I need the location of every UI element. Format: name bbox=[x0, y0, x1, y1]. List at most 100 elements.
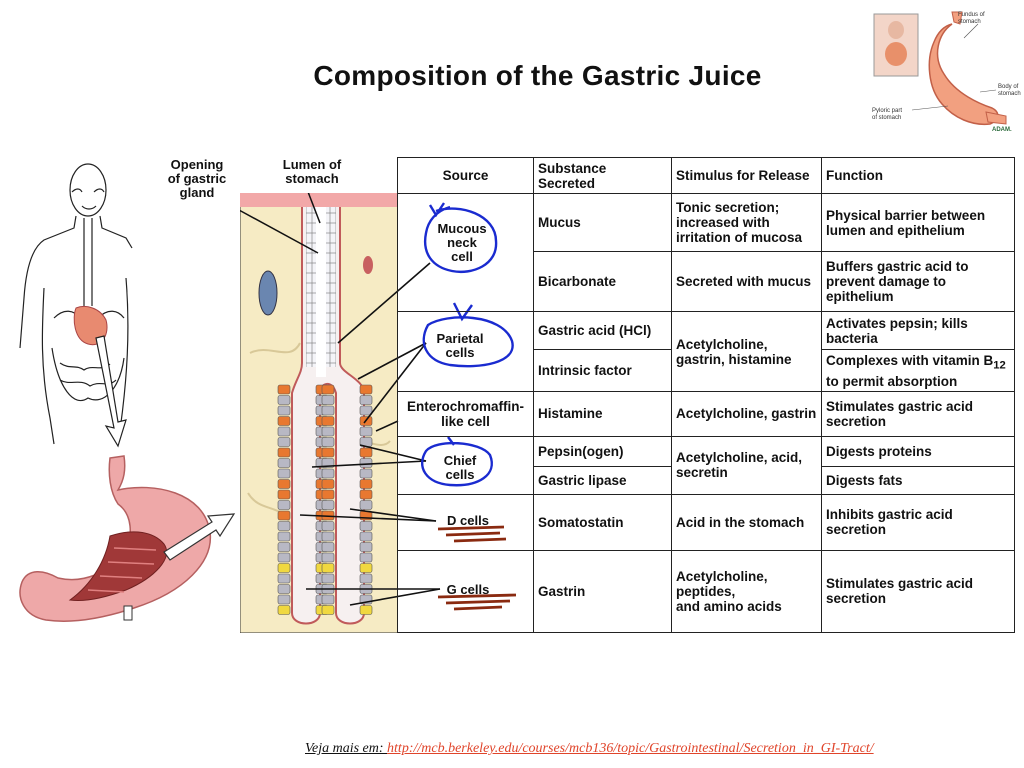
gland-cell bbox=[277, 426, 291, 437]
gland-surface bbox=[240, 193, 398, 207]
gland-cell bbox=[321, 437, 335, 447]
gland-cell bbox=[321, 573, 335, 584]
stomach-thumbnail bbox=[873, 11, 1007, 126]
gland-cell bbox=[359, 468, 373, 479]
table-row: Mucus Tonic secretion; increased with ir… bbox=[397, 193, 1015, 313]
gland-cell bbox=[359, 500, 373, 510]
gland-cell bbox=[321, 563, 335, 573]
gland-cell bbox=[359, 573, 373, 584]
thumbnail-stomach bbox=[928, 23, 999, 126]
lumen-leader bbox=[307, 193, 321, 224]
gland-cell bbox=[359, 458, 373, 468]
gland-cell bbox=[277, 405, 291, 416]
table-row: Gastric acid (HCl) Acetylcholine, gastri… bbox=[397, 311, 1015, 393]
source-mucous-neck-cell bbox=[397, 193, 534, 313]
surface-mucous-cells-right bbox=[326, 207, 336, 367]
adam-logo: ADAM. bbox=[992, 127, 1012, 133]
blood-vessel bbox=[258, 270, 278, 316]
opening-leader bbox=[240, 209, 319, 254]
page-title: Composition of the Gastric Juice bbox=[313, 60, 762, 91]
esophagus-outline bbox=[83, 218, 93, 308]
gland-cell bbox=[321, 521, 335, 531]
gland-cell bbox=[277, 458, 291, 468]
stimulus-bicarbonate: Secreted with mucus bbox=[671, 251, 822, 313]
footer-source: Veja mais em: http://mcb.berkeley.edu/co… bbox=[305, 741, 874, 757]
stomach-cross-section bbox=[19, 455, 236, 622]
thumbnail-duodenum bbox=[985, 111, 1007, 125]
function-mucus: Physical barrier between lumen and epith… bbox=[821, 193, 1015, 253]
header-function: Function bbox=[821, 156, 1015, 195]
function-pepsinogen: Digests proteins bbox=[821, 435, 1015, 467]
function-bicarbonate: Buffers gastric acid to prevent damage t… bbox=[821, 251, 1015, 313]
source-chief-cells bbox=[397, 435, 534, 495]
body-outline-illustration bbox=[19, 163, 133, 448]
gland-cell bbox=[321, 489, 335, 500]
stimulus-gastrin: Acetylcholine,peptides,and amino acids bbox=[671, 549, 822, 634]
function-hcl: Activates pepsin; kills bacteria bbox=[821, 311, 1015, 351]
function-intrinsic-factor: Complexes with vitamin B12 to permit abs… bbox=[821, 349, 1015, 393]
gland-cell bbox=[277, 437, 291, 447]
gland-cell bbox=[277, 384, 291, 395]
function-gastrin: Stimulates gastric acid secretion bbox=[821, 549, 1015, 634]
gland-cell bbox=[321, 542, 335, 552]
source-d-cells bbox=[397, 493, 534, 551]
stimulus-mucus: Tonic secretion; increased with irritati… bbox=[671, 193, 822, 253]
gland-cell bbox=[321, 594, 335, 605]
gland-cell bbox=[277, 479, 291, 489]
gland-cell bbox=[359, 426, 373, 437]
gland-cell bbox=[359, 542, 373, 552]
gland-cell bbox=[359, 479, 373, 489]
thumbnail-stomach-mini bbox=[885, 42, 907, 66]
substance-intrinsic-factor: Intrinsic factor bbox=[533, 349, 672, 393]
sample-marker bbox=[123, 605, 133, 621]
gastric-juice-table: Source Substance Secreted Stimulus for R… bbox=[397, 156, 1015, 634]
gland-cell bbox=[321, 447, 335, 458]
gland-cell bbox=[321, 468, 335, 479]
gland-cell bbox=[277, 605, 291, 615]
down-arrow bbox=[95, 335, 127, 448]
source-enterochromaffin: Enterochromaffin-like cell bbox=[397, 391, 534, 437]
gland-cell bbox=[277, 447, 291, 458]
function-somatostatin: Inhibits gastric acid secretion bbox=[821, 493, 1015, 551]
enterochromaffin-pointer bbox=[375, 420, 399, 432]
table-row: Gastric lipase Digests fats bbox=[398, 465, 1015, 495]
gland-cell bbox=[321, 500, 335, 510]
gland-cell bbox=[277, 573, 291, 584]
table-row: Bicarbonate Secreted with mucus Buffers … bbox=[398, 251, 1015, 313]
gland-cell bbox=[277, 594, 291, 605]
source-g-cells bbox=[397, 549, 534, 634]
table-row: Pepsin(ogen) Acetylcholine, acid, secret… bbox=[397, 435, 1015, 495]
gland-cell bbox=[277, 500, 291, 510]
header-source: Source bbox=[397, 156, 534, 195]
gland-cell bbox=[277, 584, 291, 594]
substance-gastric-lipase: Gastric lipase bbox=[533, 465, 672, 495]
intestine-outline bbox=[51, 347, 125, 402]
gland-cell bbox=[359, 531, 373, 542]
function-histamine: Stimulates gastric acid secretion bbox=[821, 391, 1015, 437]
gland-cell bbox=[359, 395, 373, 405]
gland-cell bbox=[277, 563, 291, 573]
face-features bbox=[71, 188, 105, 210]
gland-cell bbox=[321, 479, 335, 489]
gland-cell bbox=[359, 384, 373, 395]
function-gastric-lipase: Digests fats bbox=[821, 465, 1015, 495]
left-torso-line bbox=[41, 287, 55, 445]
gland-cell bbox=[321, 405, 335, 416]
rugae-folds bbox=[87, 547, 157, 593]
substance-histamine: Histamine bbox=[533, 391, 672, 437]
fundus-leader bbox=[963, 23, 979, 39]
gland-cell bbox=[321, 531, 335, 542]
head-outline bbox=[69, 163, 107, 217]
table-row: Intrinsic factor Complexes with vitamin … bbox=[398, 349, 1015, 393]
table-row: Gastrin Acetylcholine,peptides,and amino… bbox=[397, 549, 1015, 634]
gland-cell bbox=[359, 521, 373, 531]
footer-link[interactable]: http://mcb.berkeley.edu/courses/mcb136/t… bbox=[387, 741, 874, 756]
gland-cell bbox=[277, 552, 291, 563]
thumbnail-esophagus bbox=[951, 11, 963, 25]
gland-cell bbox=[277, 521, 291, 531]
gland-cell bbox=[321, 605, 335, 615]
gland-cell bbox=[321, 416, 335, 426]
